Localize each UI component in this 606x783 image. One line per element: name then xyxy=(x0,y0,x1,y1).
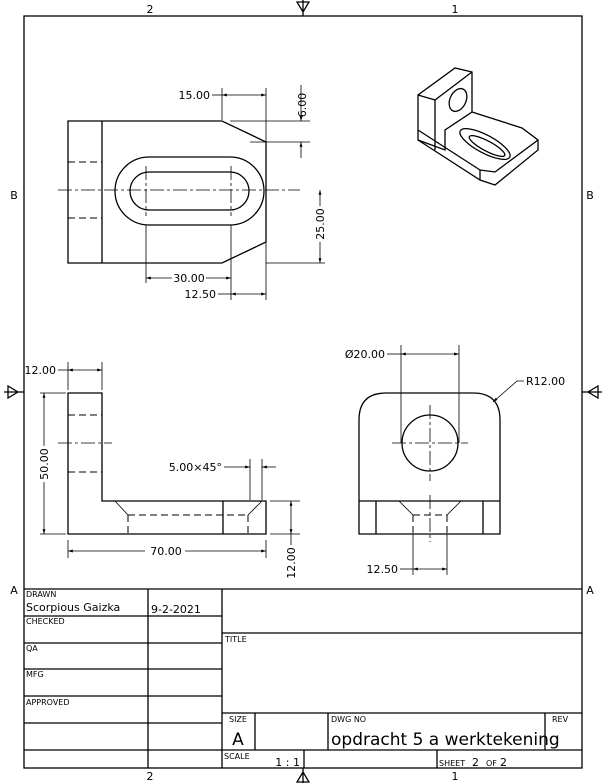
zone-label: 2 xyxy=(147,770,154,783)
dim-12-right: 12.00 xyxy=(285,547,298,579)
dim-12-5: 12.50 xyxy=(185,288,217,301)
title-block: DRAWN Scorpious Gaizka 9-2-2021 CHECKED … xyxy=(24,588,582,769)
dim-12-5-front: 12.50 xyxy=(367,563,399,576)
dim-diameter: Ø20.00 xyxy=(345,348,385,361)
dim-25: 25.00 xyxy=(314,208,327,240)
size-value: A xyxy=(232,730,244,750)
drawn-date: 9-2-2021 xyxy=(151,603,201,616)
zone-label: A xyxy=(10,584,18,597)
approved-label: APPROVED xyxy=(26,698,70,707)
sheet-label: SHEET xyxy=(439,759,465,768)
scale-label: SCALE xyxy=(224,752,250,761)
drawn-label: DRAWN xyxy=(26,590,56,599)
dim-50: 50.00 xyxy=(38,448,51,480)
drawing-frame xyxy=(23,15,583,769)
dim-radius: R12.00 xyxy=(526,375,565,388)
sheet-number: 2 xyxy=(472,756,479,769)
dwg-no-value: opdracht 5 a werktekening xyxy=(331,730,560,750)
drawn-by: Scorpious Gaizka xyxy=(26,601,120,614)
rev-label: REV xyxy=(552,715,569,724)
zone-label: A xyxy=(586,584,594,597)
dim-chamfer: 5.00×45° xyxy=(169,461,222,474)
mfg-label: MFG xyxy=(26,670,44,679)
qa-label: QA xyxy=(26,644,38,653)
dim-6: 6.00 xyxy=(296,93,309,118)
dim-12-top: 12.00 xyxy=(25,364,57,377)
zone-label: 1 xyxy=(452,3,459,16)
top-view: 15.00 6.00 25.00 30.00 12.50 xyxy=(58,85,327,301)
dwg-no-label: DWG NO xyxy=(331,715,366,724)
scale-value: 1 : 1 xyxy=(275,756,300,769)
front-view: Ø20.00 R12.00 12.50 xyxy=(345,345,565,576)
zone-label: 2 xyxy=(147,3,154,16)
zone-label: B xyxy=(10,189,18,202)
size-label: SIZE xyxy=(229,715,247,724)
of-label: OF xyxy=(486,759,497,768)
dim-30: 30.00 xyxy=(173,272,205,285)
title-label: TITLE xyxy=(224,635,247,644)
zone-label: 1 xyxy=(452,770,459,783)
dim-15: 15.00 xyxy=(179,89,211,102)
zone-label: B xyxy=(586,189,594,202)
isometric-view xyxy=(417,67,539,186)
checked-label: CHECKED xyxy=(26,617,65,626)
sheet-total: 2 xyxy=(500,756,507,769)
centering-marks xyxy=(4,0,602,783)
dim-70: 70.00 xyxy=(150,545,182,558)
side-view: 12.00 50.00 70.00 5.00×45° 12.00 xyxy=(25,362,300,579)
